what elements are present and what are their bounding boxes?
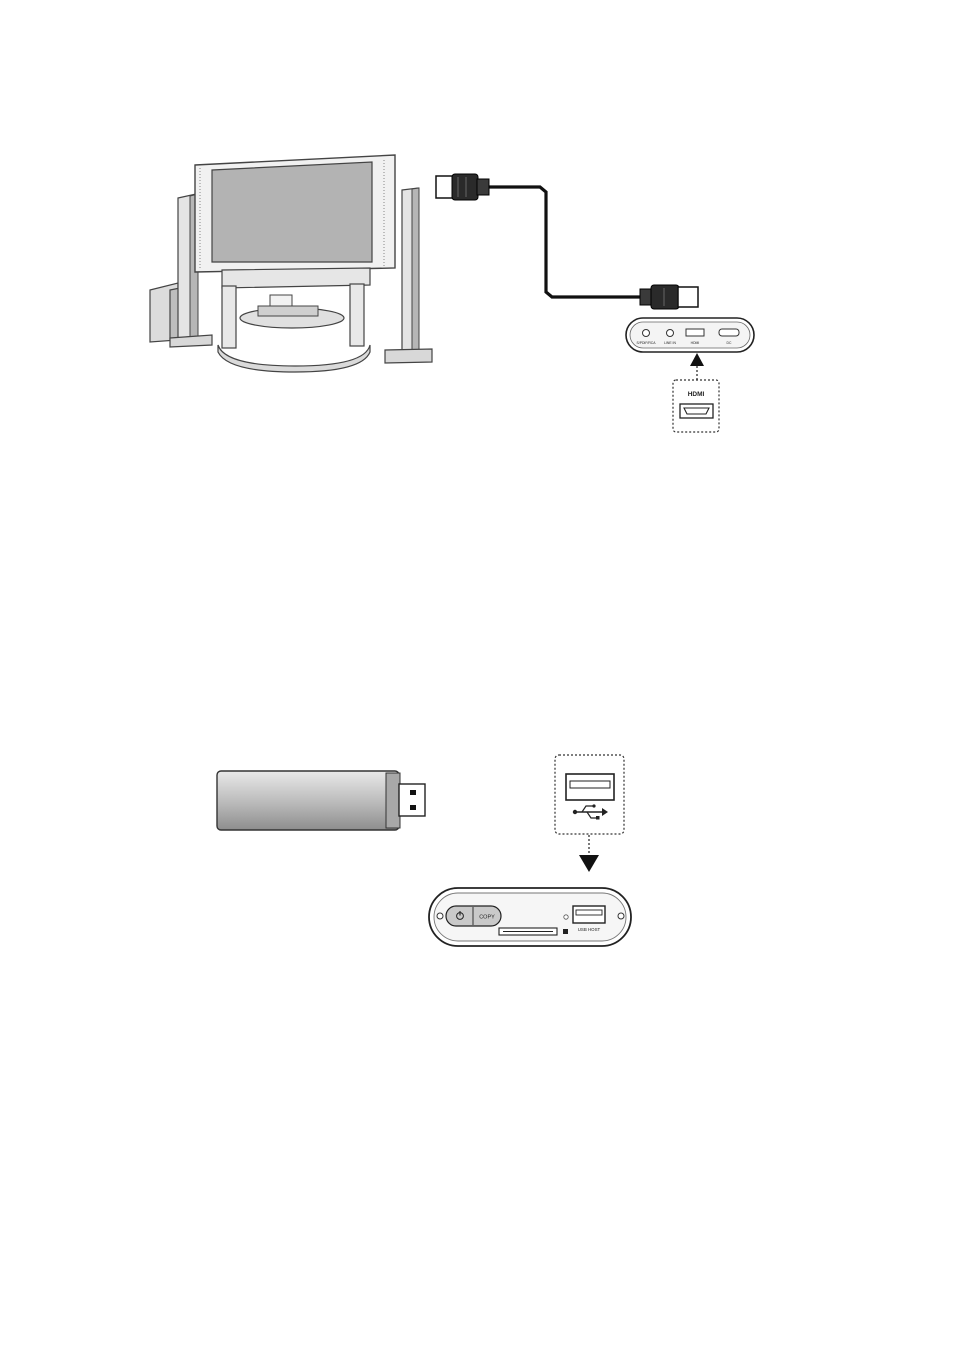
hdmi-callout: HDMI: [673, 380, 719, 432]
hdmi-port-icon: [680, 404, 713, 418]
hdmi-cable: [436, 174, 698, 309]
hdmi-port: [686, 329, 704, 336]
led-icon: [564, 915, 568, 919]
port-label-dc: DC: [727, 341, 732, 345]
media-player-rear: S/PDIF/RCA LINE IN HDMI DC: [626, 318, 754, 352]
port-label-line-in: LINE IN: [664, 341, 676, 345]
figure-usb-connection: COPY USB HOST: [217, 755, 631, 946]
card-indicator-icon: [563, 929, 568, 934]
copy-button[interactable]: COPY: [479, 915, 495, 921]
media-player-front: COPY USB HOST: [429, 888, 631, 946]
dc-port: [719, 329, 739, 336]
port-label-hdmi: HDMI: [691, 341, 700, 345]
figure-hdmi-connection: S/PDIF/RCA LINE IN HDMI DC HDMI: [150, 155, 754, 432]
flat-panel-tv: [195, 155, 395, 272]
usb-flash-drive: [217, 771, 425, 830]
arrow-down-to-usb-host: [579, 835, 599, 872]
usb-plug: [399, 784, 425, 816]
line-in-port: [667, 330, 674, 337]
tv-stand: [218, 268, 370, 372]
spdif-port: [643, 330, 650, 337]
usb-port-callout: [555, 755, 624, 834]
arrow-up-to-hdmi: [690, 353, 704, 380]
port-label-spdif: S/PDIF/RCA: [636, 341, 656, 345]
hdmi-callout-label: HDMI: [688, 391, 705, 398]
usb-host-label: USB HOST: [578, 927, 601, 932]
